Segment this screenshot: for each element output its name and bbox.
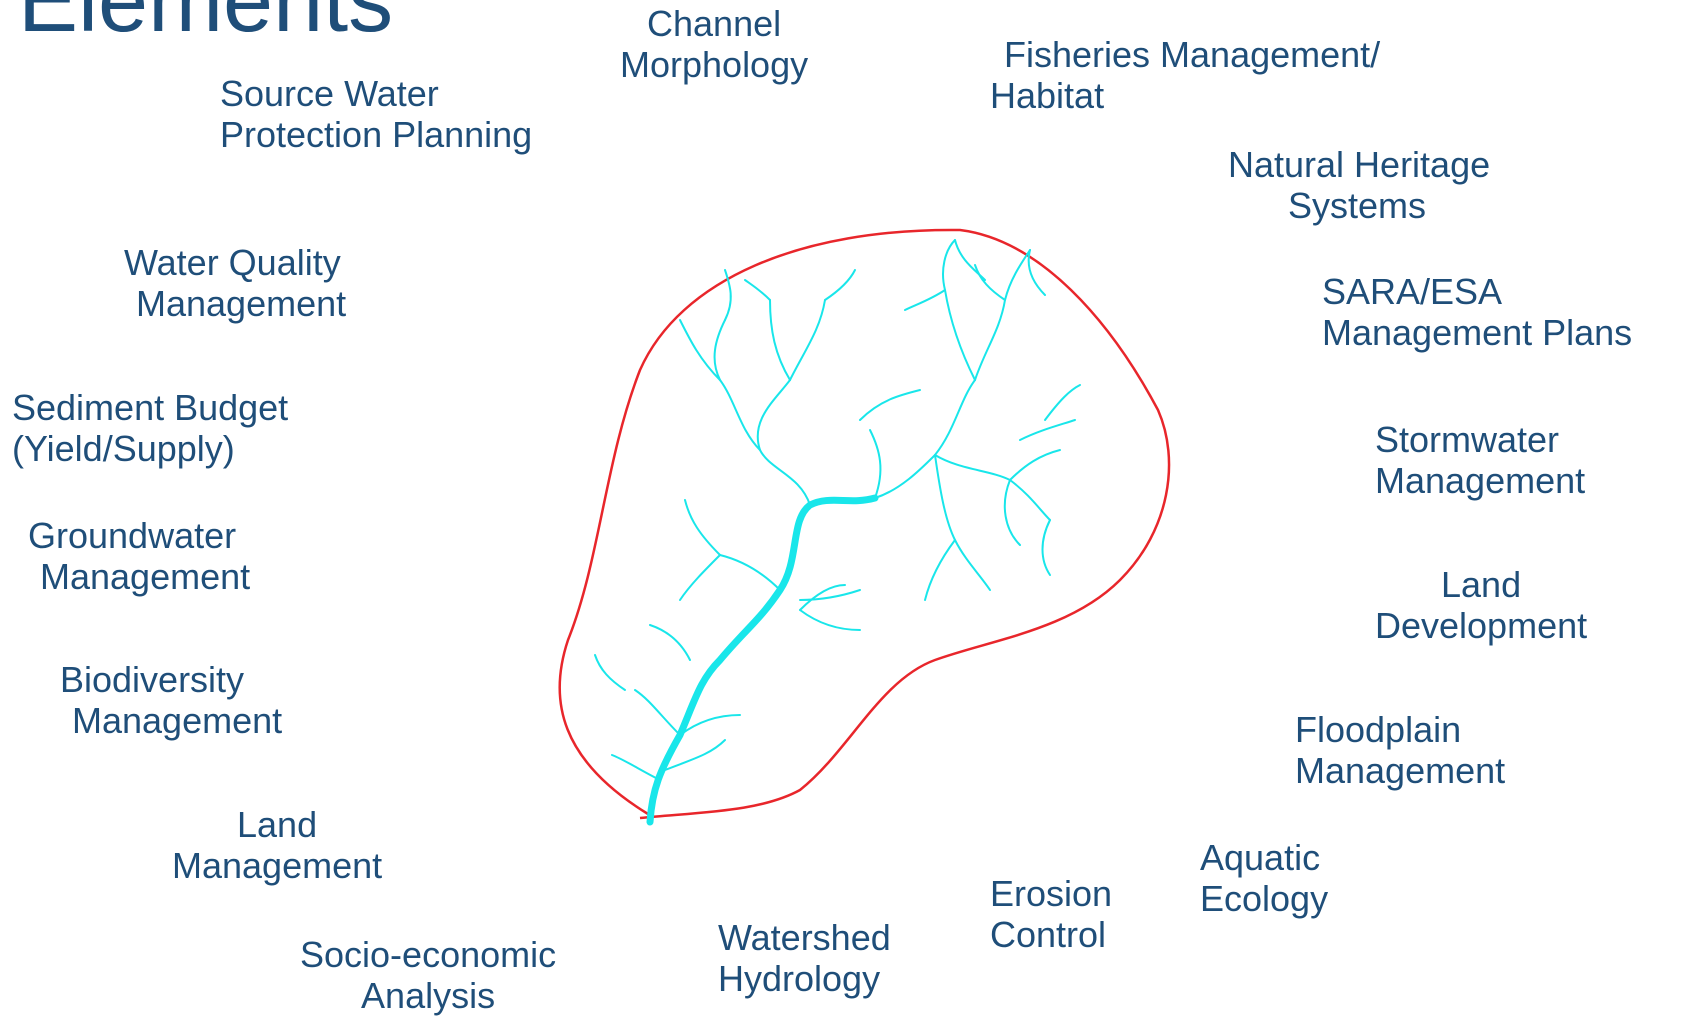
label-line: Management — [1295, 749, 1506, 791]
label-line: Aquatic — [1200, 837, 1321, 878]
label-line: Erosion — [990, 873, 1113, 914]
label-channel-morphology: Channel Morphology — [620, 3, 809, 85]
main-stream — [646, 494, 879, 826]
tributaries — [594, 239, 1081, 781]
label-line: Watershed — [718, 917, 891, 958]
label-line: Sediment Budget — [12, 387, 289, 428]
label-floodplain: Floodplain Management — [1295, 709, 1506, 791]
label-line: Groundwater — [28, 515, 237, 556]
label-biodiversity: Biodiversity Management — [60, 659, 283, 741]
label-line: Socio-economic — [300, 934, 557, 975]
page-title: Elements — [18, 0, 394, 51]
watershed-boundary — [558, 228, 1171, 820]
label-line: Source Water — [220, 73, 439, 114]
label-line: Ecology — [1200, 877, 1329, 919]
label-erosion-control: Erosion Control — [990, 873, 1113, 955]
label-line: Fisheries Management/ — [1004, 34, 1381, 75]
label-line: Management Plans — [1322, 311, 1633, 353]
label-line: Channel — [647, 3, 782, 44]
label-line: Management — [72, 699, 283, 741]
label-line: Control — [990, 913, 1107, 955]
label-land-development: Land Development — [1375, 564, 1588, 646]
label-sara-esa: SARA/ESA Management Plans — [1322, 271, 1633, 353]
label-socio-economic: Socio-economic Analysis — [300, 934, 557, 1016]
label-line: Water Quality — [124, 242, 341, 283]
label-line: Management — [136, 282, 347, 324]
label-line: Analysis — [361, 974, 496, 1016]
label-sediment-budget: Sediment Budget (Yield/Supply) — [12, 387, 289, 469]
label-line: Stormwater — [1375, 419, 1560, 460]
label-line: Management — [1375, 459, 1586, 501]
label-groundwater: Groundwater Management — [28, 515, 251, 597]
label-stormwater: Stormwater Management — [1375, 419, 1586, 501]
label-line: Habitat — [990, 74, 1105, 116]
label-line: (Yield/Supply) — [12, 427, 235, 469]
label-line: Protection Planning — [220, 113, 533, 155]
label-natural-heritage: Natural Heritage Systems — [1228, 144, 1491, 226]
label-line: SARA/ESA — [1322, 271, 1503, 312]
label-line: Morphology — [620, 43, 809, 85]
label-land-management: Land Management — [172, 804, 383, 886]
label-aquatic-ecology: Aquatic Ecology — [1200, 837, 1329, 919]
label-line: Land — [237, 804, 318, 845]
label-source-water: Source Water Protection Planning — [220, 73, 533, 155]
label-fisheries: Fisheries Management/ Habitat — [990, 34, 1381, 116]
label-line: Management — [40, 555, 251, 597]
label-line: Systems — [1288, 184, 1427, 226]
label-line: Natural Heritage — [1228, 144, 1491, 185]
label-line: Development — [1375, 604, 1588, 646]
label-watershed-hydrology: Watershed Hydrology — [718, 917, 891, 999]
label-line: Land — [1441, 564, 1522, 605]
label-line: Biodiversity — [60, 659, 245, 700]
label-line: Hydrology — [718, 957, 881, 999]
label-line: Management — [172, 844, 383, 886]
label-line: Floodplain — [1295, 709, 1462, 750]
label-water-quality: Water Quality Management — [124, 242, 347, 324]
